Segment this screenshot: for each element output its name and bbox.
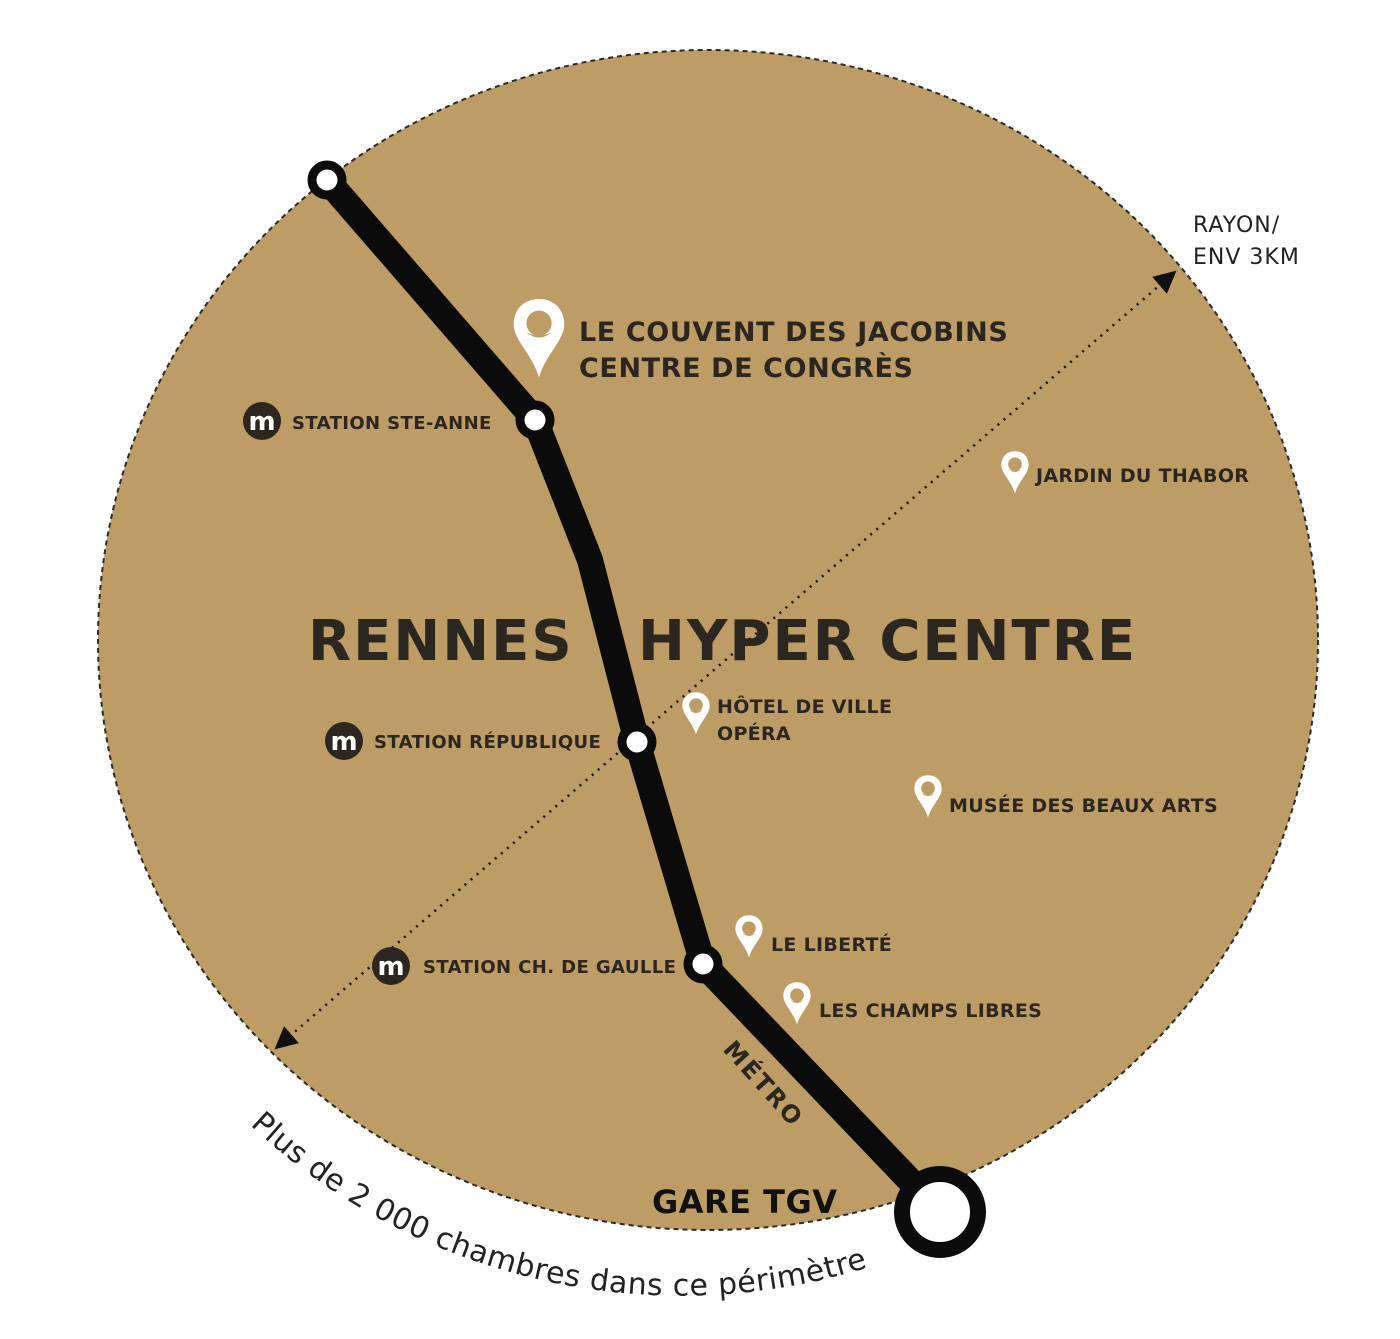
radius-arrow [274,270,1177,1050]
gare-tgv-label[interactable]: GARE TGV [652,1183,838,1221]
poi-label-hotel-de-ville-line1[interactable]: HÔTEL DE VILLE [717,694,892,718]
svg-text:m: m [248,407,275,437]
station-label-ch-de-gaulle[interactable]: STATION CH. DE GAULLE [423,957,676,978]
map-title-hyper-centre: HYPER CENTRE [638,609,1137,674]
metro-stop-ste-anne[interactable] [515,400,555,440]
svg-text:m: m [377,952,404,982]
station-label-republique[interactable]: STATION RÉPUBLIQUE [374,731,601,753]
venue-name-line1: LE COUVENT DES JACOBINS [579,317,1008,348]
metro-m-icon: m [243,402,281,440]
metro-m-icon: m [325,722,363,760]
map-title-rennes: RENNES [308,609,574,674]
poi-label-musee-des-beaux-arts[interactable]: MUSÉE DES BEAUX ARTS [949,794,1218,817]
station-label-ste-anne[interactable]: STATION STE-ANNE [292,413,492,434]
metro-line [314,167,953,1225]
radius-label-line2: ENV 3KM [1193,245,1300,270]
metro-stop-ch-de-gaulle[interactable] [683,944,723,984]
metro-terminus-north[interactable] [307,160,347,200]
radius-label-line1: RAYON/ [1193,213,1280,238]
svg-text:m: m [330,727,357,757]
metro-m-icon: m [372,947,410,985]
venue-name-line2: CENTRE DE CONGRÈS [579,352,914,384]
metro-stop-republique[interactable] [617,722,657,762]
gare-tgv-marker[interactable] [894,1166,986,1258]
poi-label-les-champs-libres[interactable]: LES CHAMPS LIBRES [819,1000,1042,1022]
poi-label-jardin-du-thabor[interactable]: JARDIN DU THABOR [1034,465,1249,487]
poi-label-le-liberte[interactable]: LE LIBERTÉ [771,933,892,956]
poi-label-hotel-de-ville-line2[interactable]: OPÉRA [717,722,791,745]
